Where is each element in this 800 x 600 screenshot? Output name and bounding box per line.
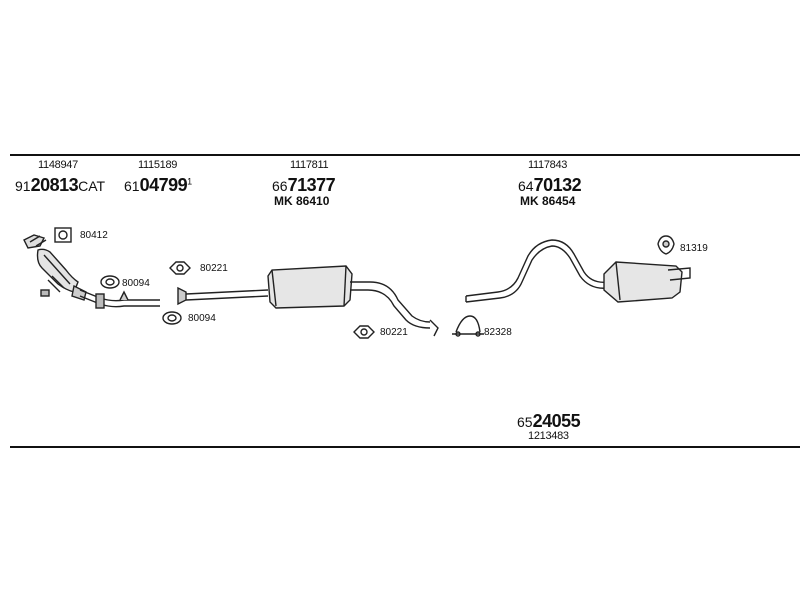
gasket-icon	[169, 261, 191, 275]
ref-number-3: 1117811	[290, 159, 329, 171]
centre-silencer-icon	[267, 265, 439, 337]
part-number-1: 9120813CAT	[15, 176, 105, 195]
ref-number-2: 1115189	[138, 159, 178, 171]
part-main-2: 04799	[139, 175, 188, 195]
catalytic-converter-icon	[23, 234, 87, 301]
ref-number-footer: 1213483	[528, 430, 569, 442]
part-prefix-4: 64	[518, 178, 534, 194]
callout-label: 80221	[200, 263, 228, 274]
part-prefix-footer: 65	[517, 414, 533, 430]
part-prefix-1: 91	[15, 178, 31, 194]
part-suffix-1: CAT	[78, 178, 106, 194]
part-number-footer: 6524055	[517, 411, 581, 431]
callout-label: 80094	[188, 313, 216, 324]
intermediate-pipe-icon	[177, 286, 269, 306]
ref-number-4: 1117843	[528, 159, 568, 171]
rubber-mount-icon	[657, 235, 675, 255]
mk-number-3: MK 86410	[274, 194, 330, 208]
part-prefix-3: 66	[272, 178, 288, 194]
part-prefix-2: 61	[124, 178, 140, 194]
part-main-4: 70132	[533, 175, 582, 195]
part-number-3: 6671377	[272, 175, 336, 195]
part-suffix-2: 1	[187, 176, 193, 187]
gasket-icon	[162, 311, 182, 325]
ref-number-1: 1148947	[38, 159, 78, 171]
front-pipe-icon	[79, 289, 160, 309]
mk-number-4: MK 86454	[520, 194, 576, 208]
callout-label: 80412	[80, 230, 108, 241]
bottom-rule	[10, 446, 800, 448]
rear-pipe-icon	[465, 239, 609, 303]
gasket-icon	[100, 275, 120, 289]
gasket-icon	[353, 325, 375, 339]
top-rule	[10, 154, 800, 156]
part-main-1: 20813	[30, 175, 79, 195]
rear-silencer-icon	[603, 261, 691, 303]
gasket-icon	[54, 227, 72, 243]
callout-label: 80094	[122, 278, 150, 289]
part-main-footer: 24055	[532, 411, 581, 431]
part-number-2: 61047991	[124, 176, 192, 195]
callout-label: 82328	[484, 327, 512, 338]
part-number-4: 6470132	[518, 175, 582, 195]
callout-label: 81319	[680, 243, 708, 254]
clamp-icon	[452, 315, 484, 337]
part-main-3: 71377	[287, 175, 336, 195]
callout-label: 80221	[380, 327, 408, 338]
